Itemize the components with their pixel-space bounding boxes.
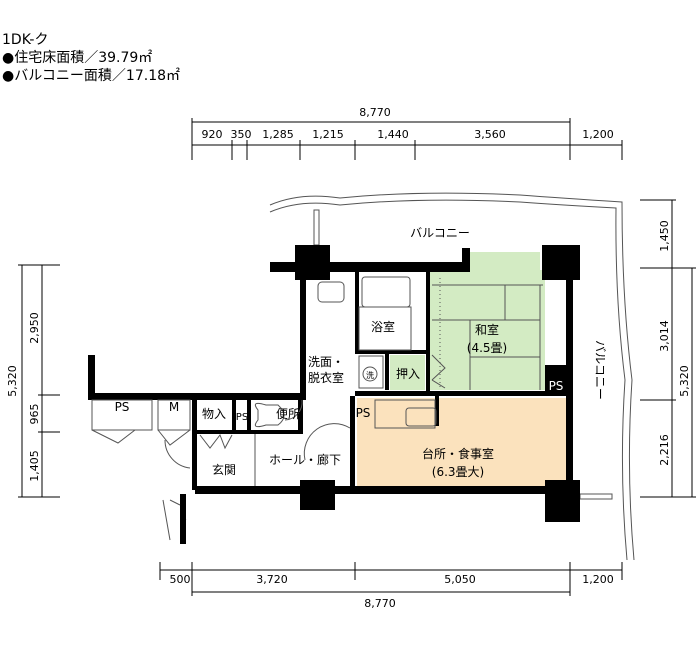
- right-dimensions: 1,450 3,014 2,216 5,320: [640, 199, 696, 498]
- left-dimensions: 5,320 2,950 965 1,405: [6, 264, 60, 498]
- dim-label: 1,440: [377, 128, 409, 141]
- washroom-label-2: 脱衣室: [308, 370, 344, 385]
- washitsu-floor: [430, 270, 545, 390]
- dim-label: 1,200: [582, 573, 614, 586]
- kitchen-label: 台所・食事室: [422, 446, 494, 461]
- bottom-total-dim: 8,770: [364, 597, 396, 610]
- ps-kitchen-label: PS: [356, 406, 371, 420]
- meter-label: M: [169, 400, 179, 414]
- balcony-right-label: バルコニー: [593, 340, 607, 400]
- dim-label: 350: [231, 128, 252, 141]
- hall-label: ホール・廊下: [269, 452, 341, 467]
- entrance-label: 玄関: [212, 462, 236, 477]
- ps-outer-label: PS: [115, 400, 130, 414]
- dim-label: 2,216: [658, 434, 671, 466]
- balcony-area: ●バルコニー面積／17.18㎡: [2, 68, 181, 84]
- dim-label: 3,720: [256, 573, 288, 586]
- fixtures: [91, 276, 446, 541]
- dim-label: 2,950: [28, 312, 41, 344]
- storage-label: 物入: [202, 407, 226, 421]
- dim-label: 5,050: [444, 573, 476, 586]
- top-dimensions: 8,770 920 350 1,285 1,215 1,440 3,560 1,…: [191, 106, 623, 160]
- dim-label: 1,285: [262, 128, 294, 141]
- balcony-top-label: バルコニー: [410, 226, 470, 240]
- left-total-dim: 5,320: [6, 365, 19, 397]
- washroom-label: 洗面・: [308, 355, 344, 369]
- toilet-label: 便所: [276, 407, 300, 421]
- oshiire-label: 押入: [396, 367, 420, 381]
- dim-label: 1,405: [28, 450, 41, 482]
- kitchen-floor: [357, 398, 569, 488]
- dim-label: 3,014: [658, 320, 671, 352]
- floor-area: ●住宅床面積／39.79㎡: [2, 50, 153, 66]
- walls: [88, 245, 580, 544]
- kitchen-size-label: (6.3畳大): [432, 465, 484, 479]
- washitsu-strip: [470, 252, 540, 272]
- bottom-dimensions: 500 3,720 5,050 1,200 8,770: [159, 562, 623, 610]
- washitsu-size-label: (4.5畳): [467, 341, 507, 355]
- tatami-lines: [432, 278, 543, 390]
- top-total-dim: 8,770: [359, 106, 391, 119]
- washitsu-label: 和室: [475, 322, 499, 337]
- oshiire-floor: [390, 355, 425, 390]
- dim-label: 1,450: [658, 220, 671, 252]
- e-label: E: [179, 509, 187, 523]
- dim-label: 965: [28, 404, 41, 425]
- dim-label: 3,560: [474, 128, 506, 141]
- dim-label: 500: [170, 573, 191, 586]
- right-total-dim: 5,320: [678, 365, 691, 397]
- dim-label: 1,215: [312, 128, 344, 141]
- dim-label: 920: [202, 128, 223, 141]
- bath-label: 浴室: [371, 319, 395, 334]
- dim-label: 1,200: [582, 128, 614, 141]
- plan-type: 1DK-ク: [2, 32, 49, 48]
- ps-small-label: PS: [236, 412, 248, 423]
- washer-icon: 洗: [366, 370, 374, 380]
- ps-right-label: PS: [549, 379, 564, 393]
